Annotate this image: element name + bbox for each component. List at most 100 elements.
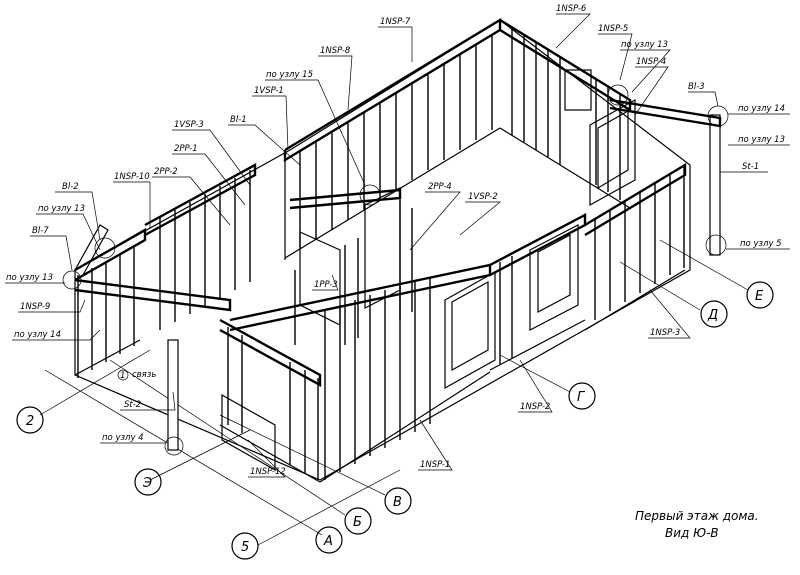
wall-nsp1-top-plate [229,263,492,332]
axis-bubbles: Е Д Г В Б А Э 2 5 [16,281,774,560]
node-circles [62,84,729,456]
axis-bubble-z [134,468,162,496]
wall-nsp7 [283,17,502,260]
label-node5: по узлу 5 [740,239,782,249]
leader-bl2 [55,191,101,241]
axis-line-5 [257,469,401,546]
leader-nsp9 [18,299,86,313]
label-nsp1: 1NSP-1 [420,460,450,470]
leader-node13-left [36,213,101,251]
window-inner-nsp2 [537,234,571,313]
wall-nsp7-top-plate [283,17,502,163]
leader-nsp6 [555,13,591,49]
column-st1 [709,114,721,256]
leader-st2 [120,391,176,411]
axis-line-g [499,354,571,393]
axis-line-d [619,261,701,311]
label-nsp7: 1NSP-7 [380,17,411,27]
leader-pp1 [172,153,246,206]
axis-label-a: А [323,534,333,549]
leader-nsp10 [113,181,151,228]
label-pp1: 2PP-1 [174,144,198,154]
caption-line-2: Вид Ю-В [665,526,719,540]
label-vsp2: 1VSP-2 [468,192,498,202]
axis-label-g: Г [577,390,586,405]
window-frame-inner [597,109,629,190]
wall-nsp9-bottom-plate [74,339,141,376]
leader-bl7 [30,235,73,271]
partition-top [289,188,402,210]
label-st1: St-1 [742,162,759,172]
wall-nsp2 [489,213,587,371]
window-frame-nsp4 [589,98,636,207]
leader-node14-left [12,329,101,341]
axis-bubble-a [315,526,343,554]
leader-node13-right [620,49,671,93]
wall-nsp12-bottom-plate [219,424,321,483]
node-circle-node13 [62,270,82,290]
leader-bl3 [688,91,719,107]
axis-line-e [659,239,749,291]
axis-line-b [109,359,346,516]
label-node13-far: по узлу 13 [738,135,785,145]
label-bl2: Bl-2 [62,182,79,192]
axis-label-2: 2 [26,414,34,429]
axis-bubble-b [344,507,372,535]
axis-line-2 [39,349,151,416]
node-circle-bl2 [94,237,116,259]
leader-bl1 [228,124,301,166]
beam-bl2 [74,224,109,276]
leader-pp3 [312,274,339,291]
axis-label-d: Д [707,308,718,323]
leader-nsp5 [598,33,633,81]
wall-nsp12 [219,318,322,483]
leader-nsp8 [318,55,353,111]
axis-bubble-e [746,281,774,309]
door-opening-pp3 [299,231,341,326]
node-circle-nsp5 [607,84,629,106]
wall-nsp1-bottom-plate [319,371,491,483]
label-node13-left2: по узлу 13 [6,273,53,283]
label-node13-left: по узлу 13 [38,204,85,214]
window-inner-nsp1 [451,280,489,372]
label-node14-right: по узлу 14 [738,104,785,114]
axis-bubble-2 [16,406,44,434]
label-node13-right: по узлу 13 [621,40,668,50]
label-pp4: 2PP-4 [428,182,452,192]
label-bl1: Bl-1 [230,115,247,125]
label-vsp1: 1VSP-1 [254,86,284,96]
axis-line-a [44,369,323,536]
floor-polygon [74,19,691,481]
label-node14-left: по узлу 14 [14,330,61,340]
wall-nsp7-bottom-plate [284,127,501,259]
partitions [289,187,413,345]
wall-nsp3-top-plate [584,162,687,237]
label-nsp2: 1NSP-2 [520,402,550,412]
label-nsp5: 1NSP-5 [598,24,628,34]
leader-vsp2 [459,201,501,236]
axis-label-e: Е [755,289,764,304]
label-nsp6: 1NSP-6 [556,4,587,14]
axis-line-v [219,414,386,496]
axis-label-b: Б [353,515,362,530]
floor-outline [74,19,691,481]
axis-bubble-5 [231,532,259,560]
leader-nsp1 [418,419,453,471]
leader-vsp1 [252,95,289,151]
axis-label-5: 5 [241,540,249,555]
wall-nsp1 [229,263,496,483]
wall-nsp3 [584,98,687,331]
axis-label-v: В [393,495,402,510]
wall-nsp10-top-plate [144,162,257,237]
wall-nsp9-top-plate [74,227,147,282]
svyaz-number: 1 [120,371,125,381]
window-opening-nsp2 [529,224,579,331]
axis-bubble-d [700,300,728,328]
label-pp3: 1PP-3 [314,280,338,290]
window-opening-nsp1 [444,270,496,390]
leader-nsp2 [518,359,553,413]
caption: Первый этаж дома. Вид Ю-В [635,509,759,540]
wall-nsp9 [74,224,232,378]
leader-vsp3 [172,129,251,186]
